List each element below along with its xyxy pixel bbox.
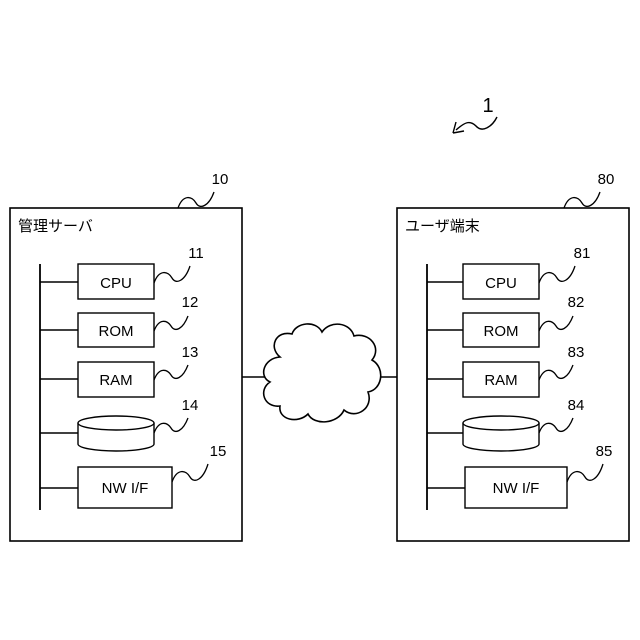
terminal-ref-leader <box>564 192 600 208</box>
system-ref-leader <box>456 117 497 130</box>
terminal-ref-label: 80 <box>598 171 615 188</box>
server-nwif-leader <box>172 464 208 482</box>
server-ram-ref: 13 <box>182 344 199 361</box>
terminal-storage-leader <box>539 418 573 433</box>
terminal-rom-leader <box>539 316 573 331</box>
terminal-nwif-label: NW I/F <box>493 480 540 497</box>
server-cpu-leader <box>154 266 190 283</box>
terminal-storage-ref: 84 <box>568 397 585 414</box>
terminal-cpu-leader <box>539 266 575 283</box>
terminal-title: ユーザ端末 <box>405 217 480 235</box>
server-storage-leader <box>154 418 188 433</box>
terminal-rom-label: ROM <box>484 323 519 340</box>
server-cpu-ref: 11 <box>188 245 204 262</box>
terminal-rom-ref: 82 <box>568 294 585 311</box>
terminal-nwif-ref: 85 <box>596 443 613 460</box>
server-storage-cylinder <box>78 416 154 451</box>
server-storage-ref: 14 <box>182 397 199 414</box>
user-terminal: ユーザ端末 80 CPU 81 ROM 82 RAM 83 84 <box>397 171 629 541</box>
terminal-cpu-label: CPU <box>485 275 517 292</box>
terminal-nwif-leader <box>567 464 603 482</box>
server-nwif-ref: 15 <box>210 443 227 460</box>
server-rom-ref: 12 <box>182 294 199 311</box>
server-nwif-label: NW I/F <box>102 480 149 497</box>
terminal-cpu-ref: 81 <box>574 245 591 262</box>
terminal-ram-label: RAM <box>484 372 517 389</box>
server-ref-leader <box>178 192 214 208</box>
management-server: 管理サーバ 10 CPU 11 ROM 12 RAM 13 14 <box>10 171 242 541</box>
server-ram-label: RAM <box>99 372 132 389</box>
server-cpu-label: CPU <box>100 275 132 292</box>
terminal-ram-ref: 83 <box>568 344 585 361</box>
server-title: 管理サーバ <box>18 217 93 235</box>
server-ram-leader <box>154 365 188 380</box>
server-rom-leader <box>154 316 188 331</box>
terminal-storage-cylinder <box>463 416 539 451</box>
terminal-ram-leader <box>539 365 573 380</box>
network-cloud <box>264 324 381 422</box>
server-ref-label: 10 <box>212 171 229 188</box>
system-ref-label: 1 <box>482 95 493 117</box>
server-rom-label: ROM <box>99 323 134 340</box>
